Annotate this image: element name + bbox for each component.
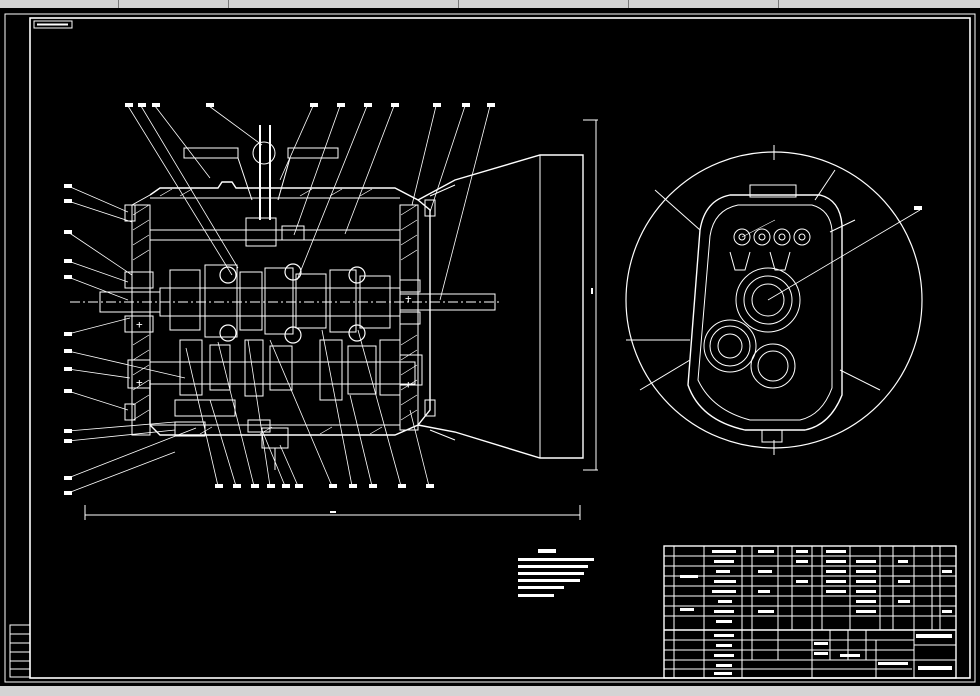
synchronizer-hubs [219, 263, 366, 344]
idler-gear [750, 343, 796, 389]
leader-lines-bottom [185, 329, 430, 487]
front-cover-flange [131, 204, 151, 436]
application-status-strip [0, 686, 980, 696]
toolbar-segment[interactable] [458, 0, 629, 8]
counter-gear [703, 319, 757, 373]
application-toolbar-strip [0, 0, 980, 8]
gearbox-end-view [625, 145, 923, 455]
right-shift-arm [287, 147, 339, 159]
leader-lines-top [127, 105, 491, 301]
toolbar-segment[interactable] [228, 0, 459, 8]
left-shift-arm [183, 147, 239, 159]
revision-block [9, 624, 31, 678]
svg-text:+: + [136, 376, 143, 389]
title-block [663, 545, 957, 679]
svg-text:+: + [405, 292, 412, 305]
toolbar-segment[interactable] [628, 0, 779, 8]
outer-sheet-border [4, 13, 976, 683]
technical-notes [518, 549, 594, 597]
housing-outline [149, 181, 431, 436]
part-number-balloons [64, 103, 495, 495]
clutch-bell-housing [417, 154, 584, 459]
inner-frame-border [29, 17, 971, 679]
svg-text:+: + [136, 318, 143, 331]
toolbar-segment[interactable] [0, 0, 119, 8]
flange-bolts [124, 199, 436, 421]
leader-lines-left [67, 185, 197, 494]
main-shaft-gears [169, 264, 391, 338]
shift-knob [252, 141, 276, 165]
shift-block [245, 217, 277, 247]
counter-shaft-gears [179, 339, 401, 401]
gearbox-section-view: + + + + [64, 103, 598, 520]
drawing-code-tag [33, 20, 73, 29]
bearings: + + + + [124, 271, 423, 391]
main-gear [735, 267, 801, 333]
svg-text:+: + [405, 378, 412, 391]
toolbar-segment[interactable] [118, 0, 229, 8]
bell-housing-circle [625, 151, 923, 449]
